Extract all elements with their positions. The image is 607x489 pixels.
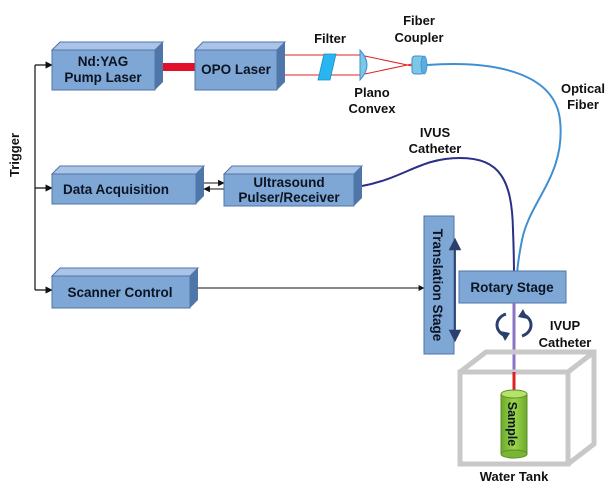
rotation-arrowhead-right xyxy=(518,309,528,319)
scanner-control-box: Scanner Control xyxy=(50,267,200,309)
fiber-coupler-label-2: Coupler xyxy=(394,30,443,45)
ultrasound-pulser-box: Ultrasound Pulser/Receiver xyxy=(222,165,364,207)
laser-beam xyxy=(285,54,413,76)
ultrasound-label-2: Pulser/Receiver xyxy=(238,190,340,205)
plano-convex-label-2: Convex xyxy=(349,101,397,116)
data-acquisition-label: Data Acquisition xyxy=(63,182,169,197)
filter-element xyxy=(317,53,337,81)
sample-label: Sample xyxy=(505,402,519,447)
plano-convex-label-1: Plano xyxy=(354,85,389,100)
scanner-control-label: Scanner Control xyxy=(67,285,172,300)
rotation-arrowhead-left xyxy=(500,331,510,341)
fiber-coupler xyxy=(411,55,428,75)
pump-laser-label-1: Nd:YAG xyxy=(78,54,129,69)
opo-laser-label: OPO Laser xyxy=(201,62,272,77)
plano-convex-lens xyxy=(359,48,368,82)
sample: Sample xyxy=(500,389,528,459)
optical-fiber-label-1: Optical xyxy=(561,81,605,96)
ultrasound-label-1: Ultrasound xyxy=(253,175,324,190)
trigger-lines xyxy=(34,61,53,294)
daq-pulser-arrows xyxy=(203,179,225,193)
ivup-label-1: IVUP xyxy=(550,318,581,333)
ivus-label-2: Catheter xyxy=(409,141,462,156)
opo-laser-box: OPO Laser xyxy=(193,41,287,91)
translation-stage-label: Translation Stage xyxy=(430,229,445,342)
filter-label: Filter xyxy=(314,31,346,46)
data-acquisition-box: Data Acquisition xyxy=(50,165,206,205)
translation-stage: Translation Stage xyxy=(423,215,462,355)
pump-laser-label-2: Pump Laser xyxy=(64,70,142,85)
laser-link xyxy=(163,63,195,71)
rotary-stage: Rotary Stage xyxy=(458,270,567,304)
fiber-coupler-label-1: Fiber xyxy=(403,13,435,28)
optical-fiber xyxy=(426,63,562,279)
rotary-stage-label: Rotary Stage xyxy=(470,280,554,295)
optical-fiber-label-2: Fiber xyxy=(567,97,599,112)
water-tank-label: Water Tank xyxy=(480,469,549,484)
ivus-label-1: IVUS xyxy=(420,125,451,140)
ivus-catheter xyxy=(361,156,515,279)
pump-laser-box: Nd:YAG Pump Laser xyxy=(50,41,165,91)
ivup-label-2: Catheter xyxy=(539,335,592,350)
trigger-label: Trigger xyxy=(7,133,22,177)
